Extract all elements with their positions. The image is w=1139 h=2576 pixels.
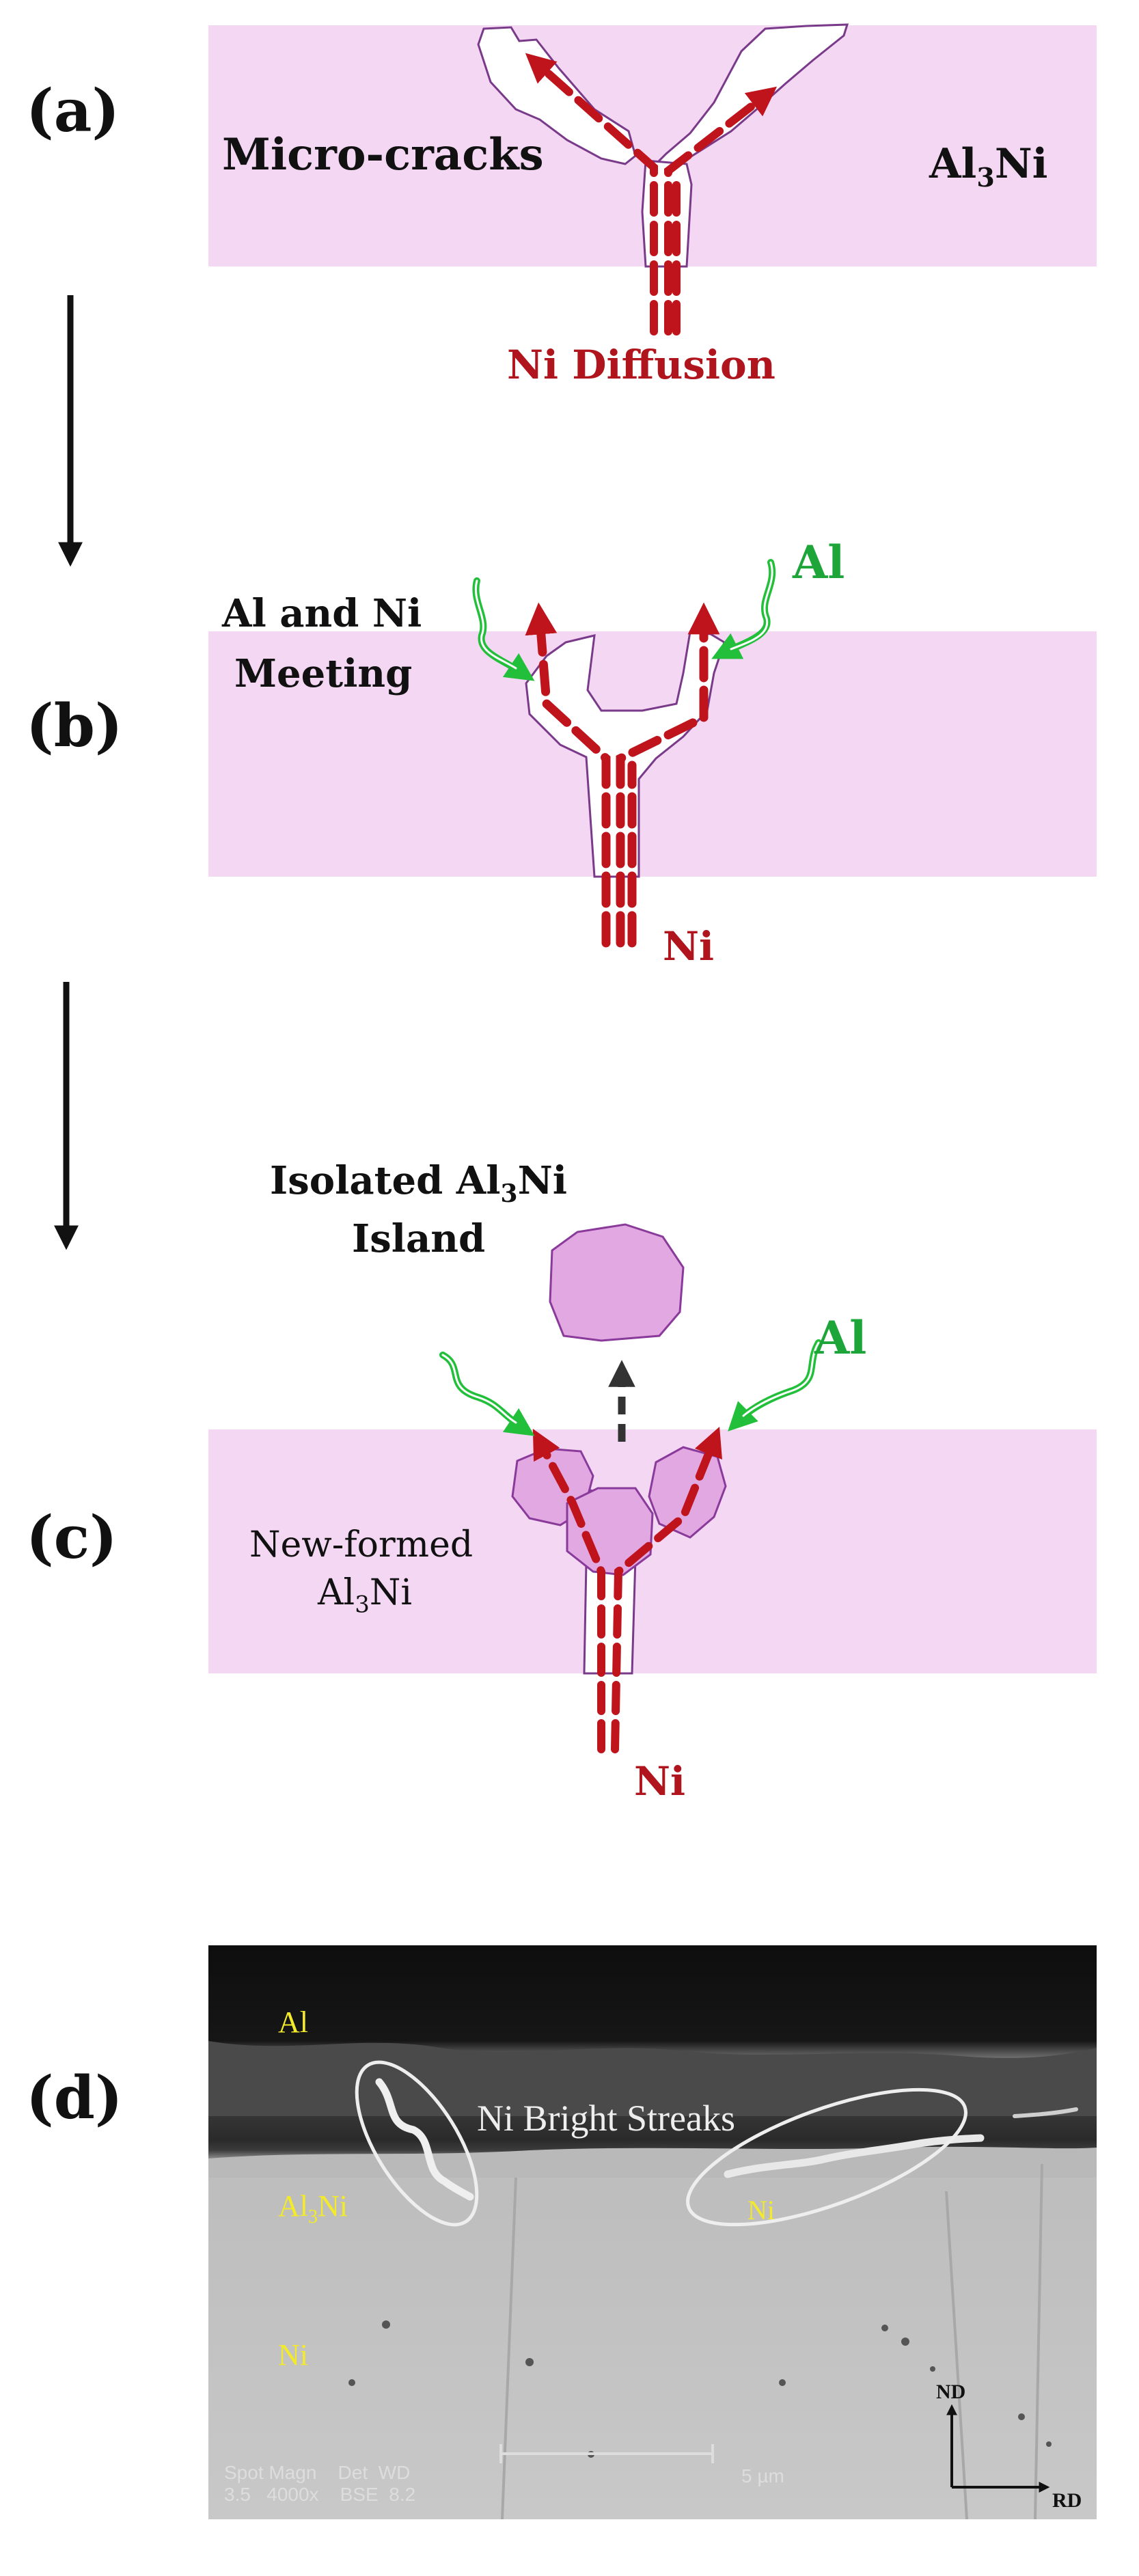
al-arrows-c-inner — [441, 1341, 820, 1424]
sem-micrograph — [208, 1945, 1097, 2519]
al-arrows-c — [439, 1339, 822, 1436]
al-al3ni-boundary — [208, 2041, 1097, 2116]
micro-cracks-label: Micro-cracks — [222, 129, 544, 180]
sem-info-row1: Spot Magn Det WD — [224, 2462, 411, 2483]
new-formed-line2: Al3Ni — [318, 1572, 412, 1619]
bright-streak-3 — [1013, 2107, 1078, 2118]
panel-label-b: (b) — [26, 691, 123, 761]
al-label-b: Al — [793, 536, 845, 589]
al-label-c: Al — [814, 1311, 867, 1365]
isolated-island — [549, 1223, 685, 1342]
panel-label-a: (a) — [26, 77, 120, 146]
crack-b — [525, 631, 726, 878]
bright-streaks-label: Ni Bright Streaks — [477, 2098, 735, 2139]
sem-streak-ni-label: Ni — [747, 2195, 775, 2225]
axis-rd-label: RD — [1052, 2489, 1082, 2512]
bright-streak-1 — [375, 2078, 474, 2201]
ni-arrows-c — [532, 1426, 722, 1753]
ni-diffusion-label: Ni Diffusion — [507, 342, 776, 388]
ni-diffusion-arrows-a — [525, 53, 778, 335]
new-grains — [511, 1446, 727, 1576]
axis-nd-label: ND — [936, 2381, 966, 2403]
meeting-label-line1: Al and Ni — [222, 591, 422, 636]
streak-ellipse-right — [686, 2087, 968, 2227]
axes-icon — [946, 2404, 1050, 2493]
island-label-line2: Island — [352, 1216, 486, 1261]
sem-al3ni-label: Al3Ni — [278, 2189, 348, 2228]
streak-ellipse-left — [355, 2060, 479, 2227]
meeting-label-line2: Meeting — [234, 651, 413, 696]
sem-ni-label: Ni — [278, 2338, 308, 2372]
scale-bar-label: 5 µm — [741, 2465, 784, 2486]
vertical-streaks — [501, 2163, 1043, 2519]
ni-label-b: Ni — [663, 923, 715, 970]
new-formed-line1: New-formed — [249, 1524, 474, 1565]
ni-label-c: Ni — [634, 1758, 686, 1805]
panel-label-d: (d) — [26, 2064, 123, 2133]
island-label-line1: Isolated Al3Ni — [270, 1158, 568, 1209]
sem-info-row2: 3.5 4000x BSE 8.2 — [224, 2484, 416, 2505]
layer-c — [208, 1429, 1097, 1673]
panel-label-c: (c) — [26, 1503, 118, 1572]
sem-al-label: Al — [278, 2005, 308, 2039]
ni-arrows-b — [525, 602, 720, 948]
al3ni-label-a: Al3Ni — [929, 140, 1048, 193]
al-arrows-b-inner — [475, 561, 773, 670]
al-arrows-b — [472, 559, 776, 681]
